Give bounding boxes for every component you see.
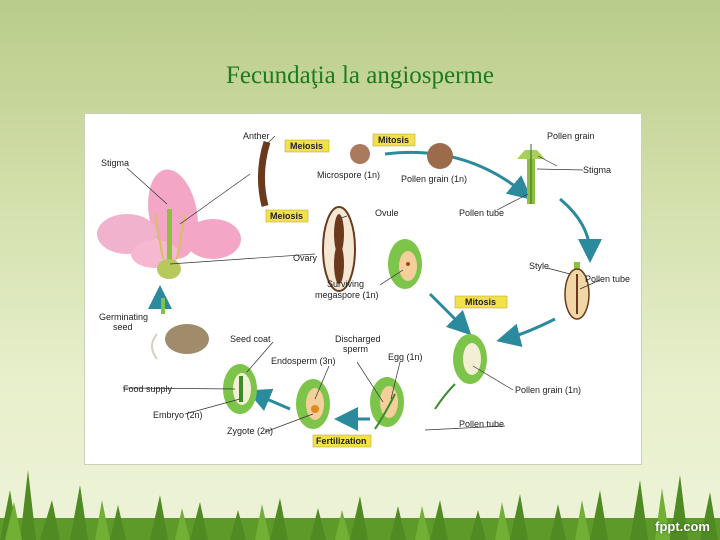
pollen-tube-top-label: Pollen tube [459,208,504,218]
cycle-arrow-lower-right [496,317,556,348]
microspore-illustration [350,144,370,164]
anther-label: Anther [243,131,270,141]
mitosis-tag-right: Mitosis [454,295,508,309]
seed-coat-label: Seed coat [230,334,271,344]
mitosis-tag-top-text: Mitosis [378,135,409,145]
microspore-label: Microspore (1n) [317,170,380,180]
slide-title: Fecundaţia la angiosperme [226,62,494,89]
pollen-grain-bottom-label: Pollen grain (1n) [515,385,581,395]
discharged-sperm-label-line2: sperm [343,344,368,354]
pollen-grain-top-label: Pollen grain (1n) [401,174,467,184]
style-pollen-tube-illustration [564,262,590,320]
watermark: fppt.com [655,519,710,534]
meiosis-tag-top: Meiosis [284,139,330,153]
leader-lines [122,135,601,433]
meiosis-tag-mid-text: Meiosis [270,211,303,221]
endosperm-label: Endosperm (3n) [271,356,336,366]
cycle-arrow-mid [428,292,472,336]
cycle-arrow-top [384,150,532,200]
surviving-megaspore-label-line2: megaspore (1n) [315,290,379,300]
stigma-left-label: Stigma [101,158,129,168]
grass-decoration [0,470,720,540]
ovary-section-illustration [322,206,356,292]
ovule-label: Ovule [375,208,399,218]
zygote-stage-illustration [296,379,330,429]
fertilization-tag-text: Fertilization [316,436,367,446]
anther-illustration [257,140,271,207]
mitosis-tag-top: Mitosis [372,133,416,147]
flower-illustration [97,169,241,279]
ovary-label: Ovary [293,253,318,263]
meiosis-tag-mid: Meiosis [265,209,309,223]
pollen-arrival-illustration [434,334,487,410]
cycle-arrow-right [559,197,602,263]
zygote-label: Zygote (2n) [227,426,273,436]
germinating-seed-illustration [151,298,209,360]
meiosis-tag-top-text: Meiosis [290,141,323,151]
life-cycle-figure: Meiosis Mitosis Meiosis Mitosis Fertiliz… [84,113,642,465]
fertilization-tag: Fertilization [312,434,372,448]
pollen-tube-right-label: Pollen tube [585,274,630,284]
stigma-right-label: Stigma [583,165,611,175]
egg-label: Egg (1n) [388,352,423,362]
discharged-sperm-label-line1: Discharged [335,334,381,344]
mitosis-tag-right-text: Mitosis [465,297,496,307]
life-cycle-diagram: Meiosis Mitosis Meiosis Mitosis Fertiliz… [97,131,630,448]
surviving-megaspore-label-line1: Surviving [327,279,364,289]
germinating-seed-label-line1: Germinating [99,312,148,322]
pollen-grain-illustration [427,143,453,169]
pollen-grain-right-label: Pollen grain [547,131,595,141]
double-fertilization-illustration [370,377,404,430]
cycle-arrow-bottom-left [246,388,291,411]
megaspore-ovule-illustration [388,239,422,289]
embryo-label: Embryo (2n) [153,410,203,420]
germinating-seed-label-line2: seed [113,322,133,332]
stigma-pollen-illustration [517,144,545,204]
style-label: Style [529,261,549,271]
food-supply-label: Food supply [123,384,173,394]
pollen-tube-bottom-label: Pollen tube [459,419,504,429]
